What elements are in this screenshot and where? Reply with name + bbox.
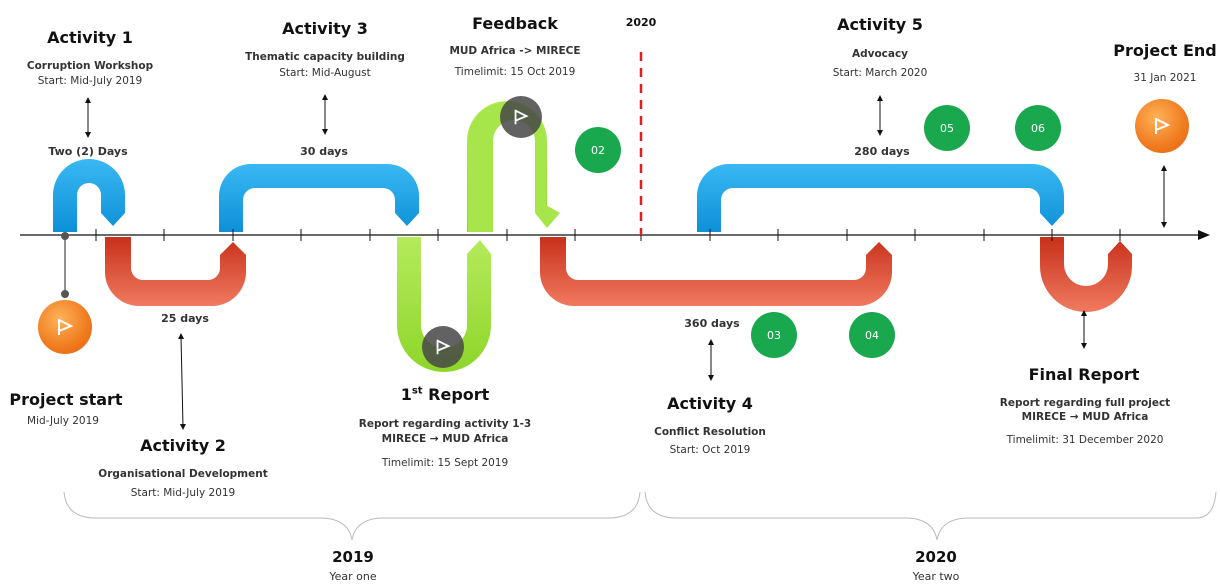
feedback-flag-icon: [500, 96, 542, 138]
activity2-title: Activity 2: [140, 436, 226, 455]
activity4-title: Activity 4: [667, 394, 753, 413]
activity1-band: [53, 159, 125, 232]
final-report-timelimit: Timelimit: 31 December 2020: [1006, 434, 1164, 446]
year-one-label: 2019: [332, 548, 374, 566]
activity2-subtitle: Organisational Development: [98, 468, 268, 480]
activity4-band: [540, 237, 892, 306]
project-start-flag-icon: [38, 300, 92, 354]
activity1-start: Start: Mid-July 2019: [37, 75, 143, 87]
year-two-brace: [644, 491, 1217, 541]
feedback-title: Feedback: [472, 14, 558, 33]
year-one-brace: [63, 491, 641, 541]
final-report-line1: Report regarding full project: [999, 397, 1171, 409]
project-end-flag-icon: [1135, 99, 1189, 153]
project-end-title: Project End: [1113, 41, 1217, 60]
project-start-title: Project start: [9, 390, 123, 409]
year-two-sublabel: Year two: [912, 570, 960, 583]
activity3-start: Start: Mid-August: [279, 67, 371, 79]
feedback-timelimit: Timelimit: 15 Oct 2019: [454, 66, 576, 78]
activity5-start: Start: March 2020: [832, 67, 928, 79]
milestone-04: 04: [849, 312, 895, 358]
milestone-03: 03: [751, 312, 797, 358]
year-one-sublabel: Year one: [329, 570, 377, 583]
report1-line1: Report regarding activity 1-3: [358, 418, 532, 430]
activity3-title: Activity 3: [282, 19, 368, 38]
activity3-band: [219, 164, 419, 232]
activity2-duration: 25 days: [161, 312, 209, 325]
feedback-subtitle: MUD Africa -> MIRECE: [449, 45, 581, 57]
activity4-subtitle: Conflict Resolution: [654, 426, 766, 438]
timeline-arrowhead: [1198, 230, 1210, 240]
feedback-green-band: [468, 102, 560, 232]
project-start-date: Mid-July 2019: [27, 415, 99, 427]
activity5-title: Activity 5: [837, 15, 923, 34]
year-two-label: 2020: [915, 548, 957, 566]
final-report-line2: MIRECE → MUD Africa: [1021, 411, 1149, 423]
activity5-band: [697, 164, 1064, 232]
activity3-duration: 30 days: [300, 145, 348, 158]
report1-title: 1st Report: [400, 385, 490, 404]
activity5-duration: 280 days: [854, 145, 910, 158]
activity2-arrow: [178, 333, 186, 430]
final-report-red-band: [1040, 237, 1132, 312]
activity1-duration: Two (2) Days: [48, 145, 128, 158]
activity5-subtitle: Advocacy: [851, 48, 909, 60]
activity4-start: Start: Oct 2019: [669, 444, 751, 456]
final-report-title: Final Report: [1028, 365, 1140, 384]
milestone-05: 05: [924, 105, 970, 151]
activity1-subtitle: Corruption Workshop: [26, 60, 154, 72]
activity1-title: Activity 1: [47, 28, 133, 47]
report1-band: [397, 237, 491, 372]
activity4-duration: 360 days: [684, 317, 740, 330]
milestone-06: 06: [1015, 105, 1061, 151]
report1-flag-icon: [422, 326, 464, 368]
activity3-subtitle: Thematic capacity building: [245, 51, 405, 63]
activity2-start: Start: Mid-July 2019: [130, 487, 236, 499]
milestone-02: 02: [575, 127, 621, 173]
project-end-date: 31 Jan 2021: [1133, 72, 1197, 84]
report1-timelimit: Timelimit: 15 Sept 2019: [381, 457, 509, 469]
report1-line2: MIRECE → MUD Africa: [381, 433, 509, 445]
divider-2020-label: 2020: [625, 16, 657, 29]
timeline-ticks: [95, 229, 1121, 241]
activity2-band: [105, 237, 246, 306]
